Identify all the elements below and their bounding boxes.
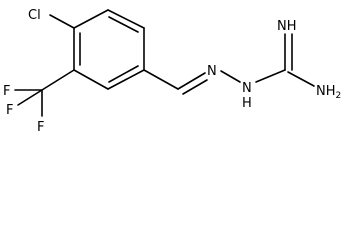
structure-diagram: Cl F F F N N H NH NH2 <box>3 8 341 135</box>
ring-bond-top-right <box>107 9 145 29</box>
bond-ring-cl <box>49 14 75 29</box>
bond-ring-cf3 <box>41 69 75 91</box>
nitrogen-atom-label-1: N <box>207 64 217 79</box>
ring-bond-bottom-right <box>107 69 145 90</box>
fluorine-atom-label-3: F <box>6 103 13 118</box>
bond-cguan-nh2 <box>287 71 315 87</box>
chlorine-atom-label: Cl <box>28 8 41 23</box>
bond-c-f3 <box>17 89 43 106</box>
fluorine-atom-label-2: F <box>37 120 44 135</box>
ring-double-bond-inner-bottom <box>108 65 139 83</box>
bond-n-n <box>220 70 241 83</box>
ring-bond-bottom-left <box>73 69 109 90</box>
benzene-ring <box>73 9 145 90</box>
bond-ring-ch <box>143 69 179 90</box>
amine-nh2-subscript: 2 <box>336 91 342 101</box>
hydrogen-atom-label: H <box>242 96 252 111</box>
amine-nh2-label: NH2 <box>316 84 341 101</box>
fluorine-atom-label-1: F <box>3 84 10 99</box>
bond-n-cguan <box>255 69 286 83</box>
bond-ch-n-double-a <box>177 72 206 90</box>
molecule-drawing: Cl F F F N N H NH NH2 <box>3 8 341 135</box>
nitrogen-atom-label-2: N <box>242 81 252 96</box>
bond-ch-n-double-b <box>182 79 208 95</box>
imine-nh-label: NH <box>277 19 297 34</box>
ring-double-bond-inner-top <box>108 16 139 33</box>
ring-bond-top-left <box>73 9 109 29</box>
